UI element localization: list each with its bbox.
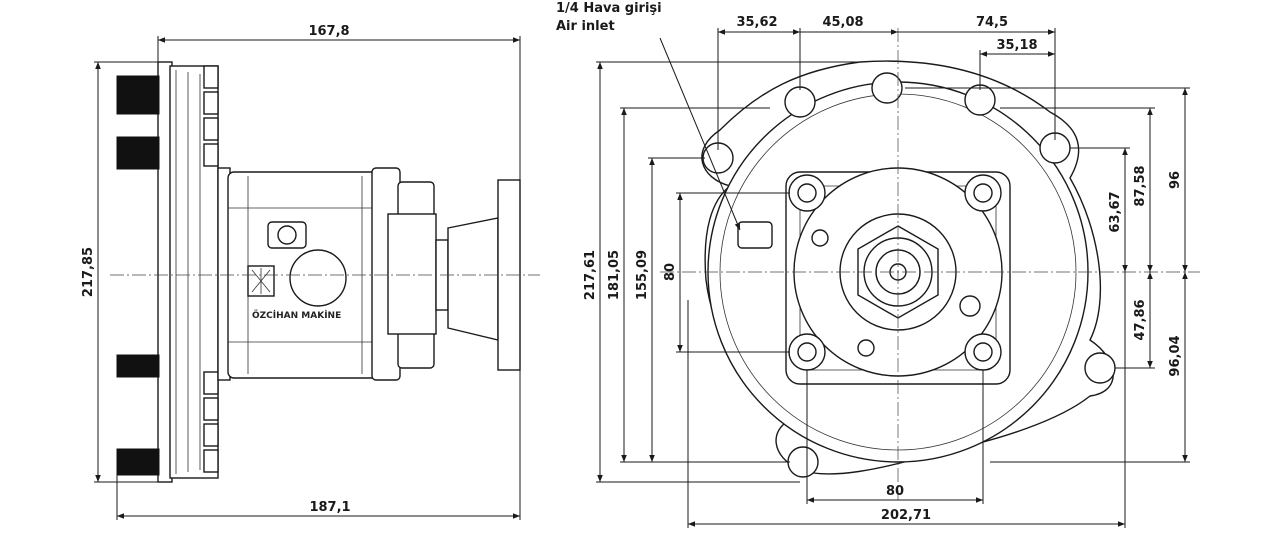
dim-bottom-2: 202,71 bbox=[881, 508, 931, 523]
annotation-line1: 1/4 Hava girişi bbox=[556, 1, 662, 16]
front-view: 1/4 Hava girişi Air inlet 35,62 45,08 74… bbox=[556, 1, 1200, 528]
stud-3 bbox=[116, 354, 160, 378]
cover-bolts bbox=[788, 174, 1002, 371]
front-air-fitting bbox=[737, 221, 773, 249]
stud-4 bbox=[116, 448, 160, 476]
brand-text: ÖZCİHAN MAKİNE bbox=[252, 310, 341, 321]
dim-right-5: 96,04 bbox=[1168, 335, 1183, 376]
cover-hub bbox=[387, 213, 437, 335]
dim-height: 217,85 bbox=[81, 247, 96, 297]
dim-left-4: 80 bbox=[663, 263, 678, 281]
dim-left-2: 181,05 bbox=[607, 250, 622, 300]
dim-right-2: 87,58 bbox=[1133, 165, 1148, 206]
dim-bottom-1: 80 bbox=[886, 484, 904, 499]
dim-top-width: 167,8 bbox=[308, 24, 349, 39]
coupling-cone bbox=[447, 217, 499, 341]
dim-left-1: 217,61 bbox=[583, 250, 598, 300]
mounting-holes bbox=[702, 72, 1116, 478]
side-view: ÖZCİHAN MAKİNE 167,8 187,1 217,85 bbox=[81, 24, 540, 520]
dim-right-3: 96 bbox=[1168, 171, 1183, 189]
dim-bottom-width: 187,1 bbox=[309, 500, 350, 515]
sight-window bbox=[289, 249, 347, 307]
dim-left-3: 155,09 bbox=[635, 250, 650, 300]
annotation-line2: Air inlet bbox=[556, 19, 615, 34]
dim-top-b: 45,08 bbox=[822, 15, 863, 30]
dim-top-c: 74,5 bbox=[976, 15, 1008, 30]
dim-right-1: 63,67 bbox=[1108, 191, 1123, 232]
stud-1 bbox=[116, 75, 160, 115]
dim-top-d: 35,18 bbox=[996, 38, 1037, 53]
dim-top-a: 35,62 bbox=[736, 15, 777, 30]
dim-right-4: 47,86 bbox=[1133, 299, 1148, 340]
stud-2 bbox=[116, 136, 160, 170]
